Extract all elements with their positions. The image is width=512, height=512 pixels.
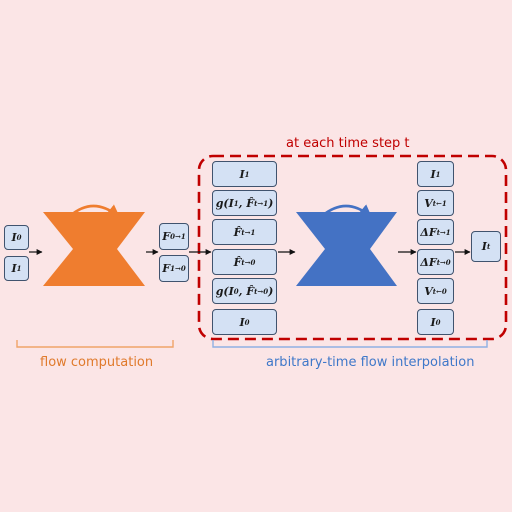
label: g(I xyxy=(215,284,234,298)
label-sub: t xyxy=(486,242,491,251)
label-sub: 1 xyxy=(244,169,250,179)
label: F xyxy=(162,262,171,275)
label-sub: 0 xyxy=(16,233,22,242)
label: I xyxy=(481,240,487,253)
label-tail: ) xyxy=(268,284,274,298)
label: I xyxy=(239,167,245,181)
interpolation-brace xyxy=(212,340,488,348)
label-sub2: t→0 xyxy=(254,286,269,296)
interp-network-skip-arrow xyxy=(321,204,372,218)
label-rest: , F̂ xyxy=(238,284,255,298)
time-step-caption: at each time step t xyxy=(286,136,410,151)
label-sub: 1 xyxy=(16,264,22,273)
label-sub: 0 xyxy=(435,317,441,327)
label-sub: 1→0 xyxy=(170,264,186,273)
mid-stack-item: F̂t→0 xyxy=(212,249,277,275)
label: I xyxy=(430,315,436,329)
label: I xyxy=(239,315,245,329)
label: ΔF xyxy=(420,225,437,239)
label-sub: t→0 xyxy=(241,257,256,267)
label-sub: t←0 xyxy=(432,286,447,296)
label: ΔF xyxy=(420,255,437,269)
label: F xyxy=(162,230,171,243)
label: F̂ xyxy=(233,255,242,269)
label: V xyxy=(424,196,433,210)
label-sub: 1 xyxy=(435,169,441,179)
label-rest: , F̂ xyxy=(238,196,255,210)
label: I xyxy=(11,262,17,275)
label-tail: ) xyxy=(268,196,274,210)
flow-computation-caption: flow computation xyxy=(40,355,154,370)
flow-computation-brace xyxy=(16,340,174,348)
flow-network-skip-arrow xyxy=(69,204,121,218)
label: I xyxy=(430,167,436,181)
label-sub: 0 xyxy=(233,286,239,296)
time-step-region xyxy=(197,154,508,341)
label: F̂ xyxy=(233,225,242,239)
label-sub: t→1 xyxy=(436,227,451,237)
label: I xyxy=(11,231,17,244)
label-sub2: t→1 xyxy=(254,198,269,208)
mid-stack-item: F̂t→1 xyxy=(212,219,277,245)
label-sub: 1 xyxy=(233,198,239,208)
label-sub: 0→1 xyxy=(170,232,186,241)
label: V xyxy=(424,284,433,298)
label-sub: t←1 xyxy=(432,198,447,208)
label-sub: 0 xyxy=(244,317,250,327)
label-sub: t→1 xyxy=(241,227,256,237)
label-sub: t→0 xyxy=(436,257,451,267)
label: g(I xyxy=(215,196,234,210)
interp-network-shape xyxy=(296,212,397,286)
flow-network-shape xyxy=(43,212,145,286)
interpolation-caption: arbitrary-time flow interpolation xyxy=(266,355,475,370)
